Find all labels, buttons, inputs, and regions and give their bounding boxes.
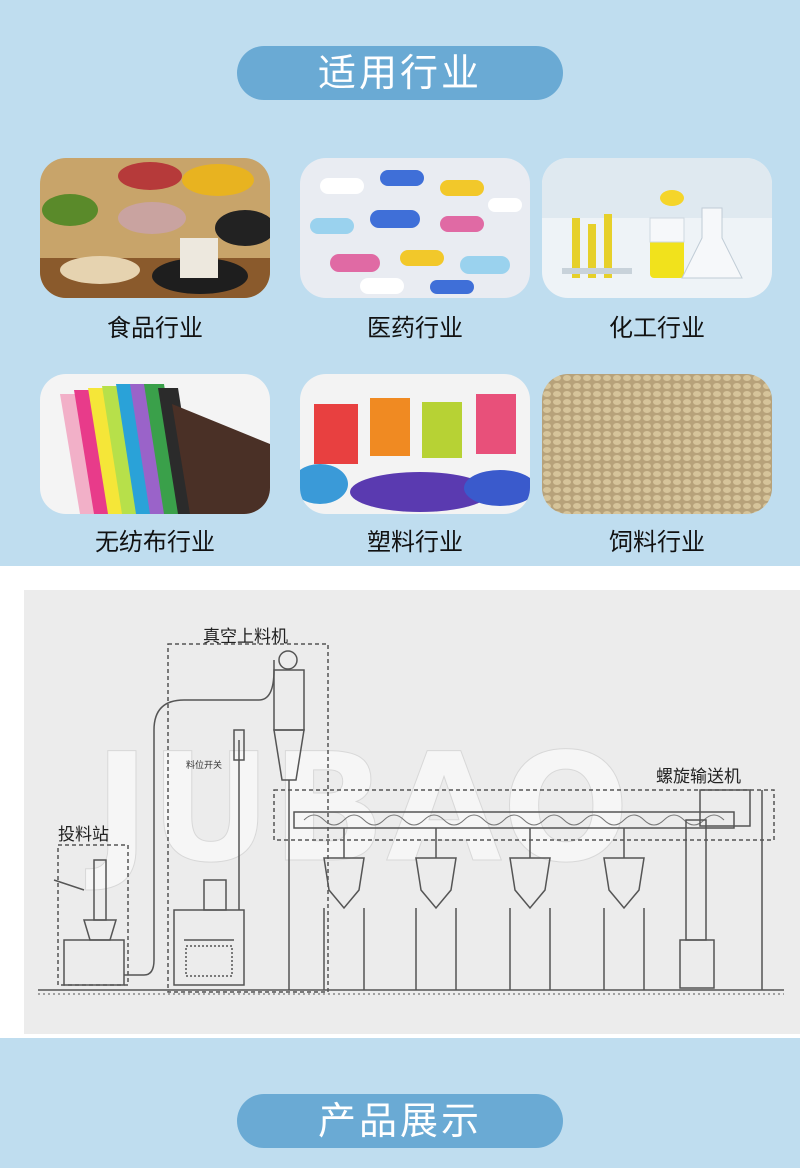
industry-label-plastic: 塑料行业 (367, 528, 463, 556)
conveying-system-drawing: JUBAO (38, 643, 784, 995)
industry-label-feed: 饲料行业 (609, 528, 705, 556)
grains-photo (40, 158, 270, 298)
pills-photo (300, 158, 530, 298)
industry-label-chemical: 化工行业 (609, 314, 705, 342)
industry-label-pharma: 医药行业 (367, 314, 463, 342)
grains-image (40, 158, 270, 298)
level-switch-label: 料位开关 (186, 761, 223, 771)
feed-pellets-photo (542, 374, 772, 514)
feeding-station-label: 投料站 (58, 825, 109, 845)
feed-pellets-image (542, 374, 772, 514)
industry-label-nonwoven: 无纺布行业 (95, 528, 215, 556)
lab-glassware-photo (542, 158, 772, 298)
plastic-pellets-photo (300, 374, 530, 514)
industries-header: 适用行业 (237, 46, 563, 100)
lab-glassware-image (542, 158, 772, 298)
pills-image (300, 158, 530, 298)
products-header: 产品展示 (237, 1094, 563, 1148)
vacuum-loader-label: 真空上料机 (203, 627, 288, 647)
nonwoven-fabric-image (40, 374, 270, 514)
plastic-pellets-image (300, 374, 530, 514)
svg-text:JUBAO: JUBAO (85, 722, 630, 896)
nonwoven-fabric-photo (40, 374, 270, 514)
system-diagram: JUBAO (24, 590, 800, 1034)
screw-conveyor-label: 螺旋输送机 (656, 767, 741, 787)
industry-label-food: 食品行业 (107, 314, 203, 342)
